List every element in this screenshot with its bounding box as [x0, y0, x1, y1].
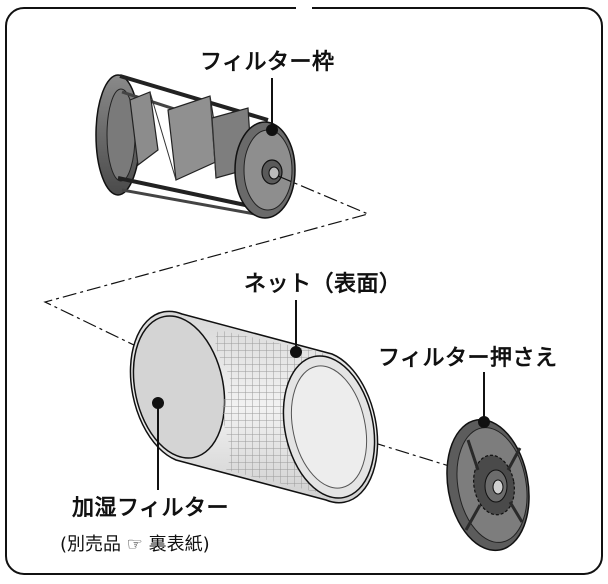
sold-separately-note: (別売品 ☞ 裏表紙)	[60, 534, 210, 555]
frame-top-gap	[296, 5, 312, 11]
filter-frame-illustration	[95, 74, 296, 219]
filter-holder-illustration	[446, 418, 530, 552]
filter-holder-label: フィルター押さえ	[378, 346, 558, 371]
humidifier-filter-label: 加湿フィルター	[72, 496, 230, 521]
humidifier-filter-illustration	[129, 310, 379, 504]
filter-frame-label: フィルター枠	[200, 50, 335, 75]
leader-lines	[152, 78, 490, 490]
net-surface-label: ネット（表面）	[244, 272, 402, 297]
